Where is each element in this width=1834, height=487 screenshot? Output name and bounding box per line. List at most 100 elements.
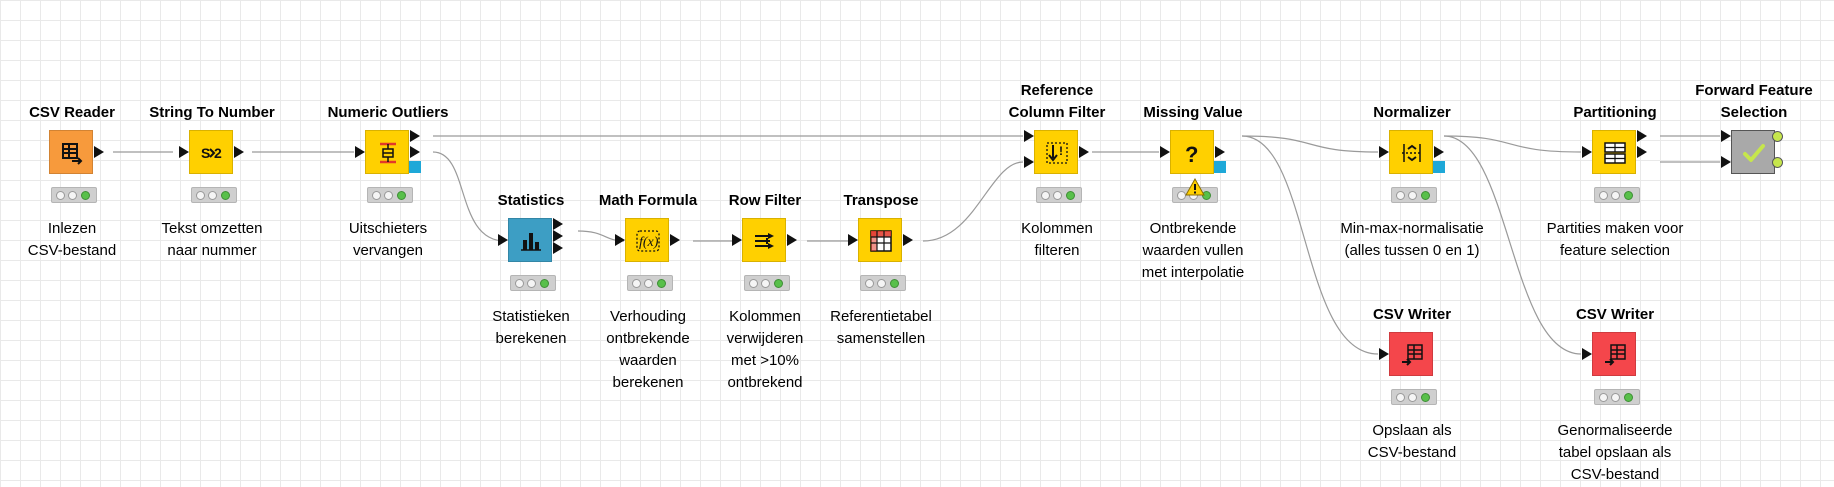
node-title: Transpose: [811, 190, 951, 212]
output-port[interactable]: [787, 234, 797, 246]
input-port[interactable]: [1582, 146, 1592, 158]
output-port[interactable]: [1637, 146, 1647, 158]
output-port[interactable]: [1434, 146, 1444, 158]
node-title-line: Column Filter: [1008, 104, 1106, 121]
warning-icon[interactable]: [1185, 177, 1205, 201]
statistics-icon[interactable]: [508, 218, 552, 262]
node-description-line: feature selection: [1559, 242, 1671, 259]
flow-variable-port[interactable]: [1214, 161, 1226, 173]
input-port[interactable]: [498, 234, 508, 246]
input-port[interactable]: [1024, 156, 1034, 168]
input-port[interactable]: [179, 146, 189, 158]
output-port[interactable]: [1215, 146, 1225, 158]
node-title: Missing Value: [1123, 102, 1263, 124]
output-port[interactable]: [410, 130, 420, 142]
node-description-line: tabel opslaan als: [1558, 444, 1672, 461]
input-port[interactable]: [1160, 146, 1170, 158]
node-status-indicator: [1036, 187, 1082, 203]
svg-text:S: S: [201, 145, 210, 161]
output-port[interactable]: [1772, 157, 1783, 168]
flow-variable-port[interactable]: [409, 161, 421, 173]
node-description[interactable]: Min-max-normalisatie(alles tussen 0 en 1…: [1332, 218, 1492, 262]
numeric-outliers-icon[interactable]: [365, 130, 409, 174]
output-port[interactable]: [903, 234, 913, 246]
transpose-icon[interactable]: [858, 218, 902, 262]
output-port[interactable]: [1637, 130, 1647, 142]
node-title-line: Statistics: [497, 192, 565, 209]
input-port[interactable]: [1721, 156, 1731, 168]
input-port[interactable]: [355, 146, 365, 158]
math-formula-icon[interactable]: f(x): [625, 218, 669, 262]
svg-text:!: !: [1059, 144, 1063, 158]
svg-text:f(x): f(x): [639, 235, 659, 250]
node-description-line: Kolommen: [729, 308, 801, 325]
output-port[interactable]: [1079, 146, 1089, 158]
row-filter-icon[interactable]: [742, 218, 786, 262]
output-port[interactable]: [94, 146, 104, 158]
node-title: Statistics: [461, 190, 601, 212]
missing-value-icon[interactable]: ?: [1170, 130, 1214, 174]
node-title-line: CSV Reader: [29, 104, 115, 121]
output-port[interactable]: [670, 234, 680, 246]
csv-writer-icon[interactable]: [1389, 332, 1433, 376]
flow-variable-port[interactable]: [1433, 161, 1445, 173]
connection-normalizer-to-csv-writer-2: [1443, 135, 1582, 355]
node-title-line: CSV Writer: [1575, 306, 1655, 323]
input-port[interactable]: [1379, 348, 1389, 360]
output-port[interactable]: [1772, 131, 1783, 142]
node-title-line: Missing Value: [1143, 104, 1243, 121]
output-port[interactable]: [553, 218, 563, 230]
input-port[interactable]: [1024, 130, 1034, 142]
csv-reader-icon[interactable]: [49, 130, 93, 174]
output-port[interactable]: [553, 242, 563, 254]
node-status-indicator: [367, 187, 413, 203]
connection-missing-value-to-csv-writer-1: [1241, 135, 1379, 355]
csv-writer-icon[interactable]: [1592, 332, 1636, 376]
node-title-line: Partitioning: [1573, 104, 1657, 121]
node-description-line: met interpolatie: [1141, 264, 1245, 281]
node-description-line: Kolommen: [1021, 220, 1093, 237]
input-port[interactable]: [732, 234, 742, 246]
input-port[interactable]: [1721, 130, 1731, 142]
node-description-line: ontbrekend: [727, 374, 803, 391]
node-description-line: vervangen: [352, 242, 424, 259]
output-port[interactable]: [553, 230, 563, 242]
node-status-indicator: [191, 187, 237, 203]
input-port[interactable]: [848, 234, 858, 246]
loop-check-icon[interactable]: [1731, 130, 1775, 174]
node-status-indicator: [627, 275, 673, 291]
node-description-line: waarden vullen: [1142, 242, 1244, 259]
input-port[interactable]: [1582, 348, 1592, 360]
reference-column-filter-icon[interactable]: !: [1034, 130, 1078, 174]
partitioning-icon[interactable]: [1592, 130, 1636, 174]
node-title: Numeric Outliers: [318, 102, 458, 124]
node-title: String To Number: [142, 102, 282, 124]
output-port[interactable]: [234, 146, 244, 158]
node-description-line: Partities maken voor: [1546, 220, 1684, 237]
node-description-line: Referentietabel: [830, 308, 932, 325]
node-title: Normalizer: [1342, 102, 1482, 124]
node-title: Partitioning: [1545, 102, 1685, 124]
node-title: CSV Reader: [2, 102, 142, 124]
node-description[interactable]: Partities maken voor feature selection: [1535, 218, 1695, 262]
node-description-line: CSV-bestand: [1367, 444, 1457, 461]
normalizer-icon[interactable]: [1389, 130, 1433, 174]
input-port[interactable]: [615, 234, 625, 246]
output-port[interactable]: [410, 146, 420, 158]
node-description-line: Tekst omzetten: [161, 220, 263, 237]
input-port[interactable]: [1379, 146, 1389, 158]
node-status-indicator: [1594, 389, 1640, 405]
